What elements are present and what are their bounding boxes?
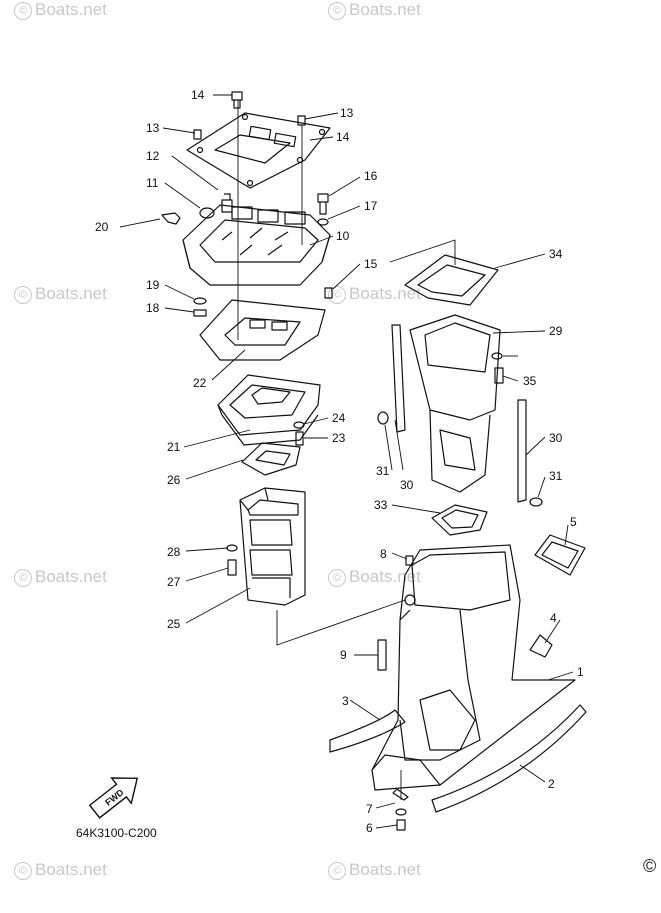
callout: 1	[577, 665, 584, 679]
callout: 13	[146, 121, 160, 135]
watermark: ©Boats.net	[328, 0, 421, 20]
watermark: ©Boats.net	[328, 567, 421, 587]
part-13-dowel	[193, 129, 202, 140]
part-14-gasket	[186, 112, 331, 189]
callout: 24	[332, 411, 346, 425]
callout: 10	[336, 229, 350, 243]
part-29-oil-pan	[409, 314, 501, 421]
part-2-seal	[431, 704, 587, 813]
callout: 9	[340, 648, 347, 662]
callout: 31	[376, 464, 390, 478]
part-1-upper-casing	[371, 544, 576, 791]
callout: 5	[570, 515, 577, 529]
callout: 22	[193, 376, 207, 390]
callout: 19	[146, 278, 160, 292]
callout: 21	[167, 440, 181, 454]
part-17-washer	[317, 218, 329, 226]
callout: 13	[340, 106, 354, 120]
part-8-dowel	[405, 555, 414, 566]
callout: 28	[167, 545, 181, 559]
callout: 30	[549, 431, 563, 445]
watermark: ©Boats.net	[14, 860, 107, 880]
part-33-gasket	[404, 254, 499, 306]
callout: 3	[342, 694, 349, 708]
part-26-gasket	[241, 442, 301, 476]
callout: 14	[336, 130, 350, 144]
callout: 2	[548, 777, 555, 791]
part-10-housing	[182, 204, 331, 286]
callout: 15	[364, 257, 378, 271]
part-28-washer	[226, 544, 238, 552]
part-20-fitting	[161, 212, 181, 225]
callout: 27	[167, 575, 181, 589]
watermark: ©Boats.net	[14, 0, 107, 20]
part-27-bolt	[227, 559, 237, 576]
callout: 4	[550, 611, 557, 625]
callout: 35	[523, 374, 537, 388]
callout: 26	[167, 473, 181, 487]
part-5-mount	[534, 534, 586, 576]
callout: 33	[374, 498, 388, 512]
part-18-nut	[193, 309, 207, 317]
callout: 17	[364, 199, 378, 213]
part-13-dowel	[297, 115, 306, 126]
watermark: ©Boats.net	[14, 284, 107, 304]
part-6-bolt	[396, 819, 406, 831]
watermark: ©Boats.net	[14, 567, 107, 587]
part-25-exhaust	[239, 487, 306, 606]
part-15-bolt	[231, 91, 243, 109]
part-3-seal	[329, 709, 406, 753]
fwd-arrow-icon: FWD	[88, 777, 139, 819]
part-32-gasket	[431, 504, 488, 536]
part-34-bolt	[494, 367, 504, 384]
copyright-symbol: ©	[643, 856, 657, 876]
callout: 31	[549, 469, 563, 483]
part-4-grommet	[529, 634, 553, 658]
part-24-washer	[293, 421, 305, 429]
callout: 6	[366, 821, 373, 835]
part-35-washer	[491, 352, 503, 360]
part-22-gasket	[199, 299, 326, 361]
callout: 11	[146, 176, 159, 190]
part-31-grommet	[377, 411, 389, 425]
callout: 29	[549, 324, 563, 338]
callout: 7	[366, 802, 373, 816]
callout: 25	[167, 617, 181, 631]
diagram-code: 64K3100-C200	[76, 826, 157, 840]
part-23-bolt	[295, 431, 304, 446]
part-16-bolt	[317, 193, 329, 215]
part-12-fitting	[221, 193, 233, 213]
part-30-seal-right	[517, 399, 527, 503]
callout: 18	[146, 301, 160, 315]
callout: 14	[191, 88, 205, 102]
part-19-washer	[193, 297, 207, 305]
callout: 8	[380, 547, 387, 561]
callout: 34	[549, 247, 563, 261]
callout: 12	[146, 149, 160, 163]
part-11-grommet	[199, 207, 215, 219]
part-21-adapter	[217, 374, 321, 436]
callout: 23	[332, 431, 346, 445]
callout: 30	[400, 478, 414, 492]
part-9-bolt	[377, 639, 387, 671]
callout: 20	[95, 220, 109, 234]
part-31-grommet-right	[529, 497, 543, 507]
part-15-bolt-lower	[324, 287, 333, 299]
callout: 16	[364, 169, 378, 183]
part-7-washer	[392, 788, 409, 801]
part-30-seal	[391, 324, 406, 433]
watermark: ©Boats.net	[328, 284, 421, 304]
watermark: ©Boats.net	[328, 860, 421, 880]
